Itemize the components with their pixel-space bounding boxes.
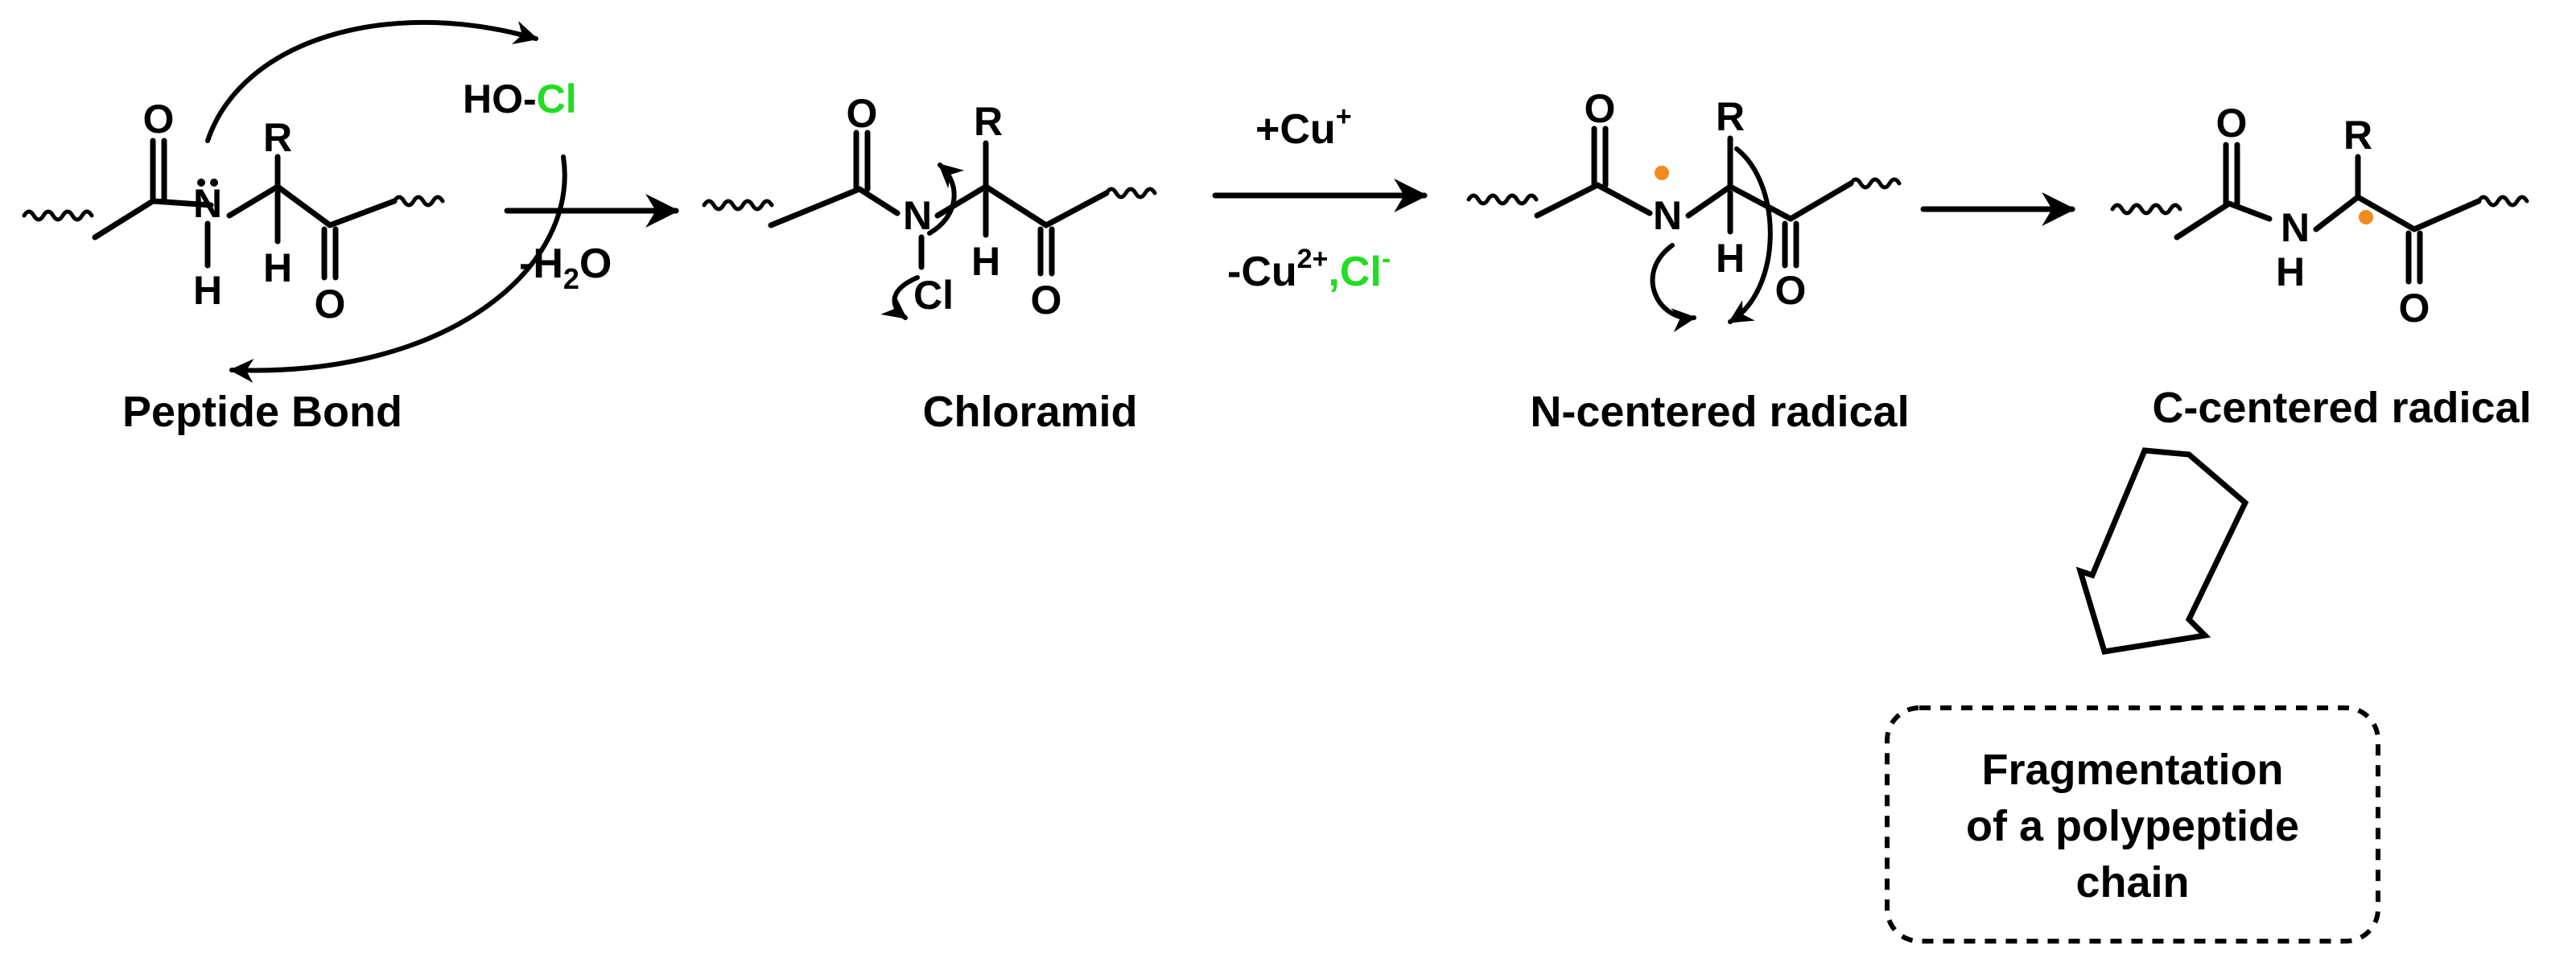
atom-r-group: R xyxy=(263,115,292,160)
step-label: N-centered radical xyxy=(1530,388,1909,436)
wavy-chain-end-right xyxy=(1849,177,1902,190)
curved-arrow-attack xyxy=(205,19,538,143)
arrow2-condition-below: -Cu2+,Cl- xyxy=(1227,244,1391,295)
radical-dot xyxy=(2359,210,2373,224)
bond-chain xyxy=(2174,200,2273,241)
atom-hydrogen: H xyxy=(2276,249,2305,294)
cond-minus-cu: -Cu xyxy=(1227,249,1297,295)
bond-n-calpha xyxy=(1685,180,1854,222)
wavy-chain-end-left xyxy=(1466,193,1539,206)
atom-oxygen: O xyxy=(1031,278,1062,323)
curved-arrow-h-shift xyxy=(1650,243,1696,332)
molecule-chloramid: O N Cl R H O Chloramid xyxy=(702,91,1157,436)
atom-chlorine: Cl xyxy=(913,273,954,318)
wavy-chain-end-right xyxy=(1104,187,1157,199)
block-arrow xyxy=(2075,447,2249,655)
reagent-hocl: HO-Cl xyxy=(463,76,577,121)
lone-pair-dot xyxy=(210,179,218,187)
lone-pair-dot xyxy=(197,179,205,187)
outcome-line: of a polypeptide xyxy=(1966,802,2299,850)
bond-n-calpha xyxy=(226,183,398,228)
cond-superscript: 2+ xyxy=(1297,244,1329,274)
arrow2-condition-above: +Cu+ xyxy=(1255,101,1352,153)
radical-dot xyxy=(1655,166,1669,180)
wavy-chain-end-right xyxy=(2476,195,2529,208)
atom-oxygen: O xyxy=(847,91,878,136)
atom-oxygen: O xyxy=(1585,86,1616,131)
cond-oxygen: O xyxy=(579,241,612,287)
outcome-line: chain xyxy=(2075,858,2189,907)
step-label: C-centered radical xyxy=(2152,384,2531,432)
outcome-box: Fragmentation of a polypeptide chain xyxy=(1885,705,2380,944)
atom-nitrogen: N xyxy=(903,193,932,238)
molecule-c-centered-radical: O N H R O C-centered radical xyxy=(2110,101,2532,432)
atom-oxygen: O xyxy=(2399,286,2430,331)
atom-r-group: R xyxy=(1716,94,1745,139)
wavy-chain-end-left xyxy=(2110,203,2182,216)
atom-r-group: R xyxy=(974,99,1003,144)
molecule-n-centered-radical: O N R H O N-centered radical xyxy=(1466,86,1910,436)
atom-nitrogen: N xyxy=(2281,205,2310,250)
atom-nitrogen: N xyxy=(193,181,222,226)
step-label: Chloramid xyxy=(922,388,1137,436)
bond-n-calpha xyxy=(2313,194,2482,232)
wavy-chain-end-left xyxy=(702,199,774,212)
cond-chloride-charge: - xyxy=(1382,244,1391,274)
bond-n-calpha xyxy=(934,183,1110,228)
molecule-peptide-bond: O N H R H O Peptide Bond xyxy=(22,97,445,436)
wavy-chain-end-left xyxy=(22,209,94,222)
atom-oxygen: O xyxy=(143,97,175,142)
atom-oxygen: O xyxy=(2216,101,2248,146)
arrow1-condition: -H2O xyxy=(519,241,612,295)
cond-superscript: + xyxy=(1336,101,1352,132)
atom-hydrogen: H xyxy=(971,239,1000,284)
reagent-prefix: HO- xyxy=(463,76,537,121)
bond-chain xyxy=(1534,182,1653,219)
cond-minus-h: -H xyxy=(519,241,563,287)
atom-hydrogen: H xyxy=(193,268,222,313)
atom-oxygen: O xyxy=(1775,268,1807,313)
reagent-formula: HO-Cl xyxy=(463,76,577,121)
curved-arrow-n-cl xyxy=(880,275,920,320)
cond-comma: , xyxy=(1328,249,1339,295)
atom-hydrogen: H xyxy=(263,245,292,290)
atom-nitrogen: N xyxy=(1653,193,1682,238)
outcome-line: Fragmentation xyxy=(1981,746,2283,794)
atom-hydrogen: H xyxy=(1716,236,1745,281)
curved-arrow-c-h xyxy=(1728,146,1773,324)
curved-arrow-leaving xyxy=(229,154,567,383)
cond-plus-cu: +Cu xyxy=(1255,106,1336,153)
reagent-chlorine: Cl xyxy=(537,76,577,121)
curved-arrow-c-h xyxy=(927,162,965,236)
bond-chain xyxy=(768,186,901,228)
cond-chloride: Cl xyxy=(1340,249,1382,295)
wavy-chain-end-right xyxy=(392,195,445,208)
atom-r-group: R xyxy=(2343,113,2372,158)
step-label: Peptide Bond xyxy=(122,388,402,436)
cond-subscript: 2 xyxy=(563,262,579,295)
atom-oxygen: O xyxy=(315,282,346,327)
